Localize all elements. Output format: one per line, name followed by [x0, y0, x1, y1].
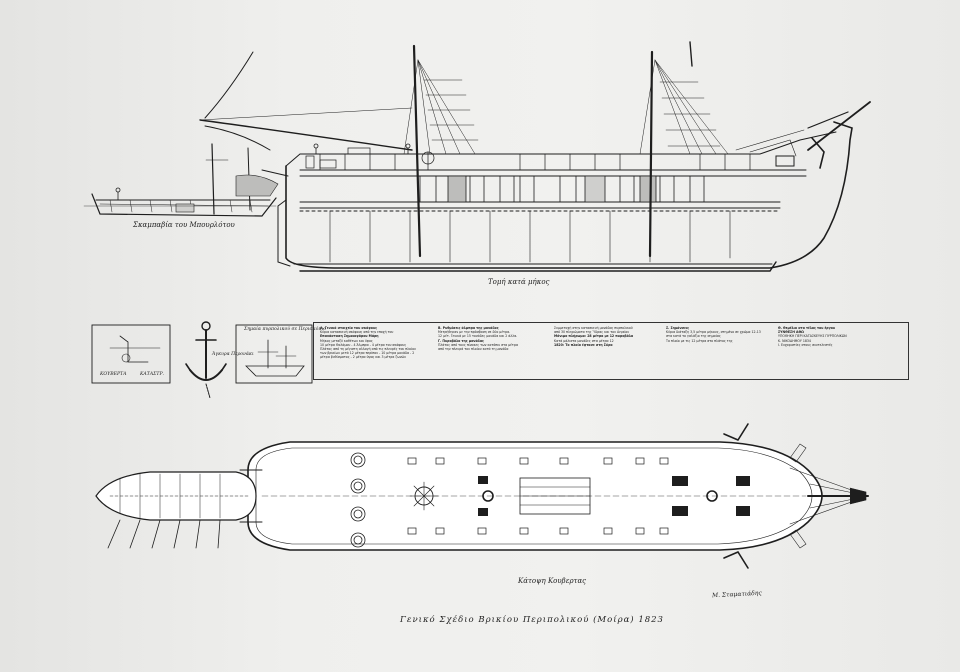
- notes-heading-5: Θ. Θεμέλιο στο τέλος του έργου: [778, 326, 836, 330]
- notes-heading-4: Σ. Σημάνσεις: [666, 326, 690, 330]
- notes-line: 10 μέτρα Θαλάμου - 4 Άλμπρα - 4 μέτρα το…: [320, 342, 407, 347]
- notes-line: 1820: Το πλοίο έφτασε στη Σύρο: [554, 342, 613, 347]
- anchor-label: Άγκυρα Περονάκι: [212, 352, 254, 357]
- notes-line: Επανάσταση Σημαιοφόρου Μάρη: [320, 334, 379, 339]
- notes-column-5: Θ. Θεμέλιο στο τέλος του έργου ΣΥΝΘΕΣΗ Α…: [778, 326, 902, 378]
- notes-column-1: Α. Γενικά στοιχεία του σκάφους Κύρια κατ…: [320, 326, 428, 378]
- notes-line: Κύρια κατασκευή σκάφους από την εποχή το…: [320, 330, 394, 335]
- notes-panel: Α. Γενικά στοιχεία του σκάφους Κύρια κατ…: [313, 322, 909, 380]
- side-view-caption: Τομή κατά μήκος: [488, 278, 550, 286]
- bow-detail-inset: [91, 324, 171, 384]
- launch-side-view: [83, 143, 277, 217]
- anchor-drawing: [185, 321, 227, 399]
- drawing-title: Γενικό Σχέδιο Βρικίου Περιπολικού (Μοίρα…: [400, 615, 664, 625]
- bow-label-2: ΚΑΤΑΣΤΡ.: [140, 372, 164, 377]
- notes-line: Συμμετοχή στην κατασκευή μονάδας πυρπολι…: [554, 326, 633, 330]
- deck-plan: [239, 423, 869, 569]
- notes-line: Μόνιμο πλήρωμα: 28 μέτρα με 12 πυροβόλα: [554, 334, 634, 339]
- notes-heading-1: Α. Γενικά στοιχεία του σκάφους: [320, 326, 378, 330]
- notes-line: ΥΠΟΘΗΚΗ ΠΕΡΙ ΚΑΤΑΣΚΕΥΗΣ ΠΥΡΠΟΛΙΚΩΝ: [778, 334, 847, 339]
- notes-line: Το πλοίο με τις 12 μέτρα στο πλάτος της: [666, 338, 733, 343]
- notes-line: από την πλευρά του πλοίου κατά τη μονάδα: [438, 347, 509, 352]
- notes-column-2: Β. Ρυθμίσεις άλμπρα της μονάδας Μετρήθηκ…: [438, 326, 546, 378]
- notes-line: Ι. Ευχαριστίες στους συντελεστές: [778, 342, 833, 347]
- notes-line: Μήκος μεταξύ καθέτων και ύψος: [320, 338, 373, 343]
- notes-line: Πλάτος από τους πίνακες των κατόπιν στα …: [438, 342, 518, 347]
- boat-caption: Σκαμπαβία του Μπουρλότου: [133, 221, 235, 229]
- notes-line: μέτρα βυθίσματος - 2 μέτρα ύψος και 3 μέ…: [320, 355, 406, 360]
- notes-line: Μετρήθηκαν με την πρόσβαση σε δύο μέτρα.: [438, 330, 511, 335]
- notes-line: από 30 πληρώματα της Ύδρας και του Αιγαί…: [554, 330, 630, 335]
- notes-line: των βρικίων μετά 12 μέτρα περίπου - 10 μ…: [320, 351, 415, 356]
- fireship-inset: [235, 324, 313, 384]
- notes-line: Κύρια διάταξη 3,5 μέτρα μήκους, στημένο …: [666, 330, 761, 335]
- side-elevation: [199, 41, 871, 272]
- fireship-label: Σημαία πυρπολικού σε Περισκόπιο: [244, 327, 327, 332]
- notes-line: 12 μέτ. Γενικά με 15 τονάδες μονάδα και …: [438, 334, 518, 339]
- launch-plan-view: [95, 471, 257, 549]
- notes-heading-2: Β. Ρυθμίσεις άλμπρα της μονάδας: [438, 326, 499, 330]
- notes-line: στα κατά το γαλάζιο της σημαίας: [666, 334, 721, 339]
- notes-line: ΣΥΝΘΕΣΗ ΑΘΩ: [778, 330, 804, 335]
- notes-column-4: Σ. Σημάνσεις Κύρια διάταξη 3,5 μέτρα μήκ…: [666, 326, 770, 378]
- deck-view-caption: Κάτοψη Κουβερτας: [518, 577, 587, 585]
- notes-line: Πλάτος από τη μέγιστη αλλαγή από τις πλε…: [320, 347, 416, 352]
- notes-line: Κ. ΝΙΚΟΔΗΜΟΥ 1834: [778, 338, 811, 343]
- notes-column-3: Συμμετοχή στην κατασκευή μονάδας πυρπολι…: [554, 326, 658, 378]
- notes-line: Κατά μάλιστα μονάδες στα μέτρα 12: [554, 338, 614, 343]
- notes-line: Γ. Πυροβόλο της μονάδας: [438, 338, 484, 343]
- bow-label-1: ΚΟΥΒΕΡΤΑ: [100, 372, 127, 377]
